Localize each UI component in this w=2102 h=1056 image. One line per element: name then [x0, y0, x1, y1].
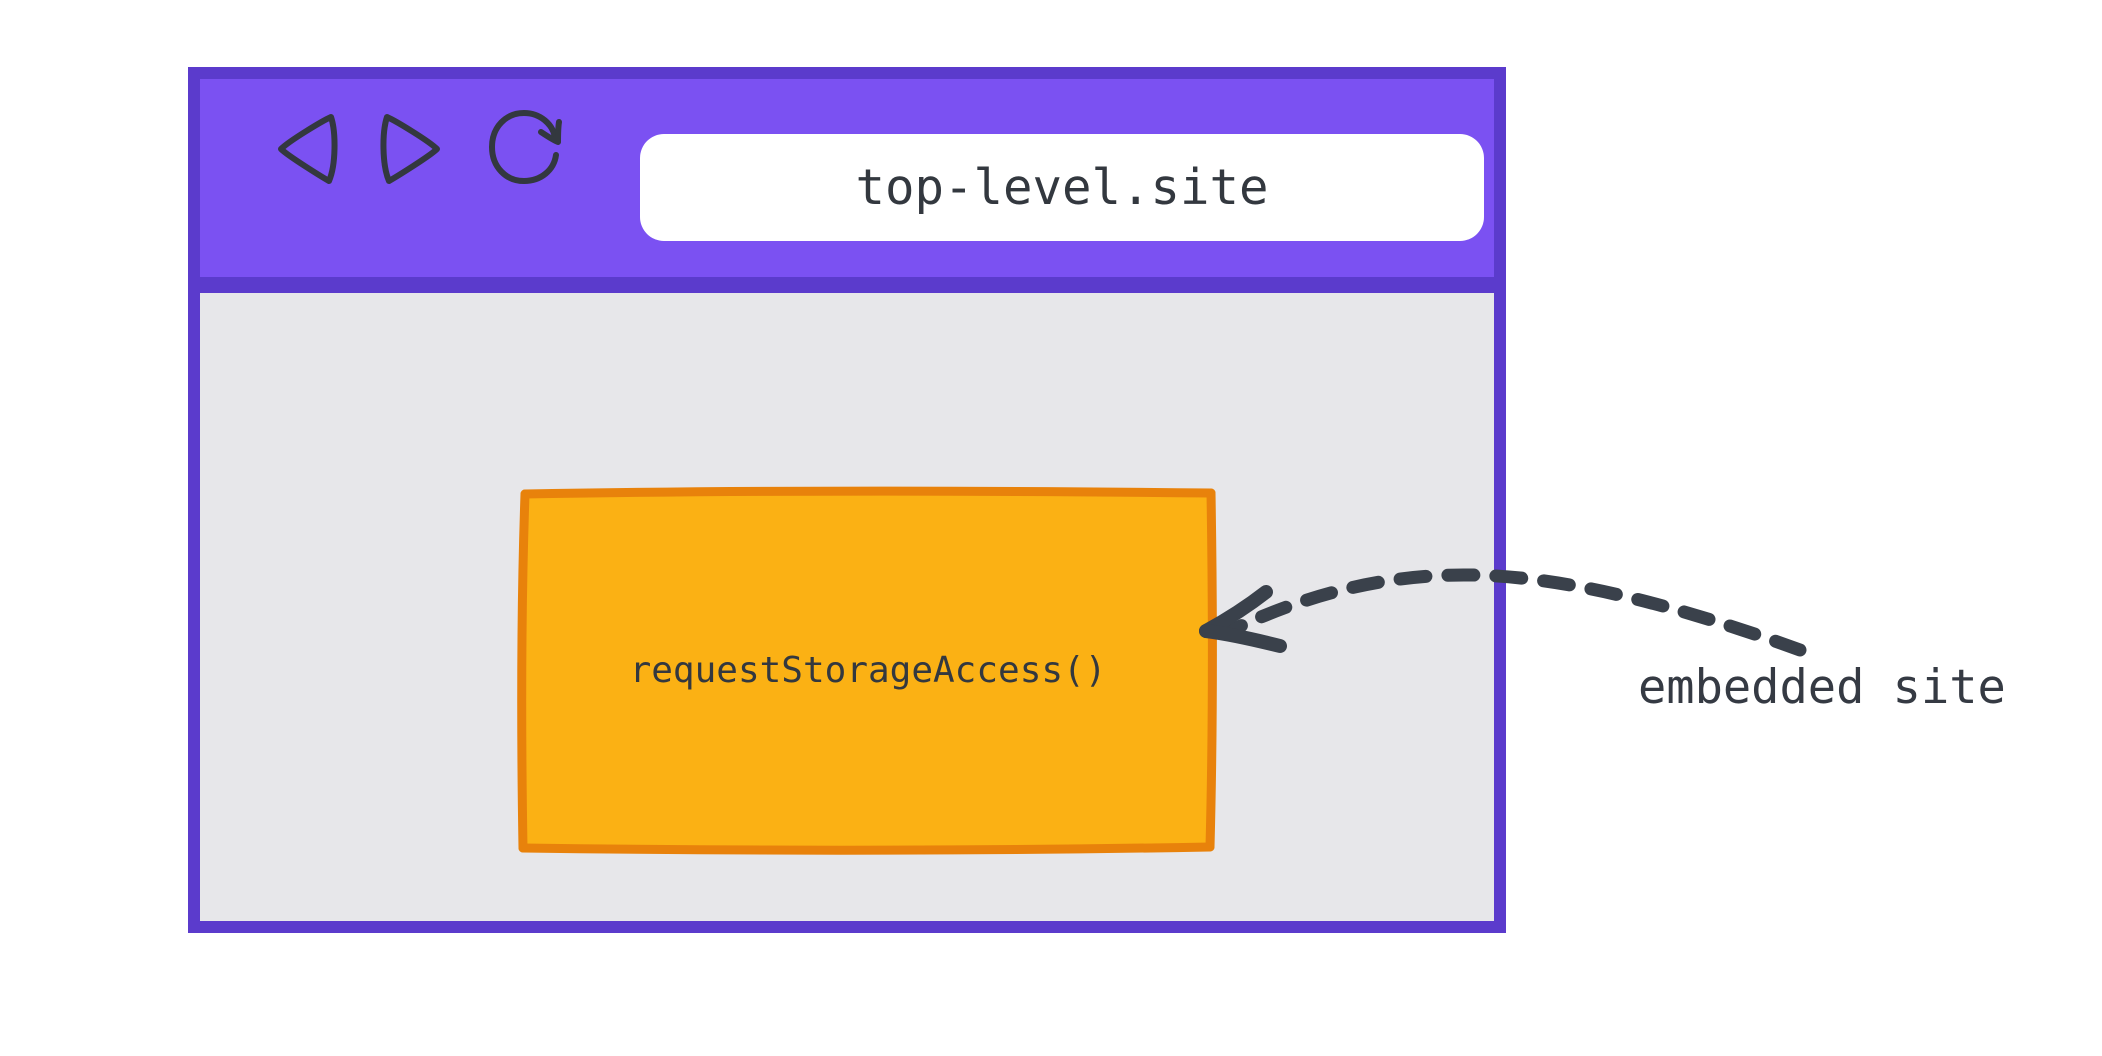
- address-bar-value: top-level.site: [855, 159, 1269, 216]
- browser-window: top-level.site requestStorageAccess(): [188, 67, 1506, 933]
- back-triangle-icon[interactable]: [274, 110, 340, 188]
- browser-toolbar: top-level.site: [188, 67, 1506, 293]
- address-bar[interactable]: top-level.site: [640, 134, 1484, 241]
- forward-triangle-icon[interactable]: [378, 110, 444, 188]
- navigation-controls: [274, 107, 568, 191]
- annotation-label-embedded-site: embedded site: [1638, 660, 2006, 715]
- embedded-iframe-label: requestStorageAccess(): [629, 649, 1107, 691]
- reload-circular-arrow-icon[interactable]: [482, 107, 568, 191]
- browser-viewport: requestStorageAccess(): [188, 293, 1506, 933]
- embedded-iframe[interactable]: requestStorageAccess(): [517, 486, 1217, 855]
